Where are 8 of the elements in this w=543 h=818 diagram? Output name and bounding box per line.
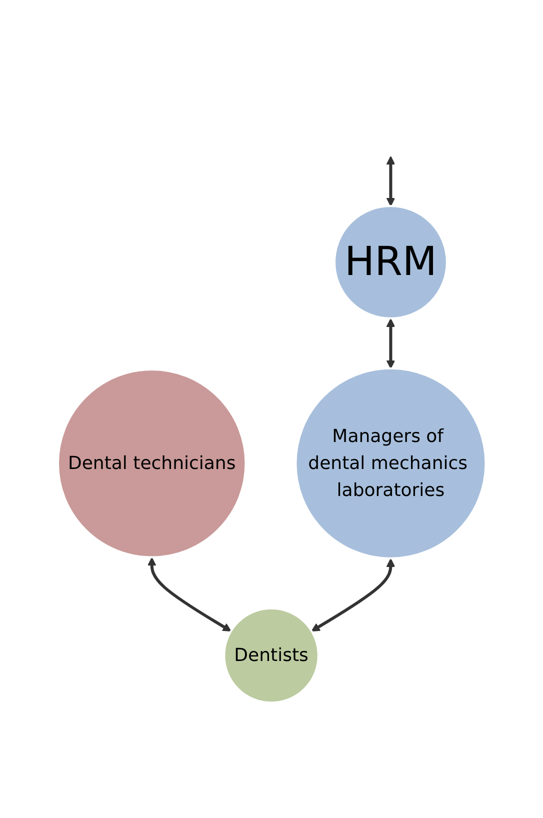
node-circle: Dental technicians — [56, 368, 246, 558]
arrow — [310, 558, 395, 632]
arrow — [386, 156, 395, 206]
arrow — [147, 556, 231, 632]
node-circle: Dentists — [222, 607, 320, 704]
node-circle: Managers of dental mechanics laboratories — [294, 367, 486, 560]
node-circle: HRM — [333, 204, 448, 320]
arrow — [386, 318, 395, 368]
